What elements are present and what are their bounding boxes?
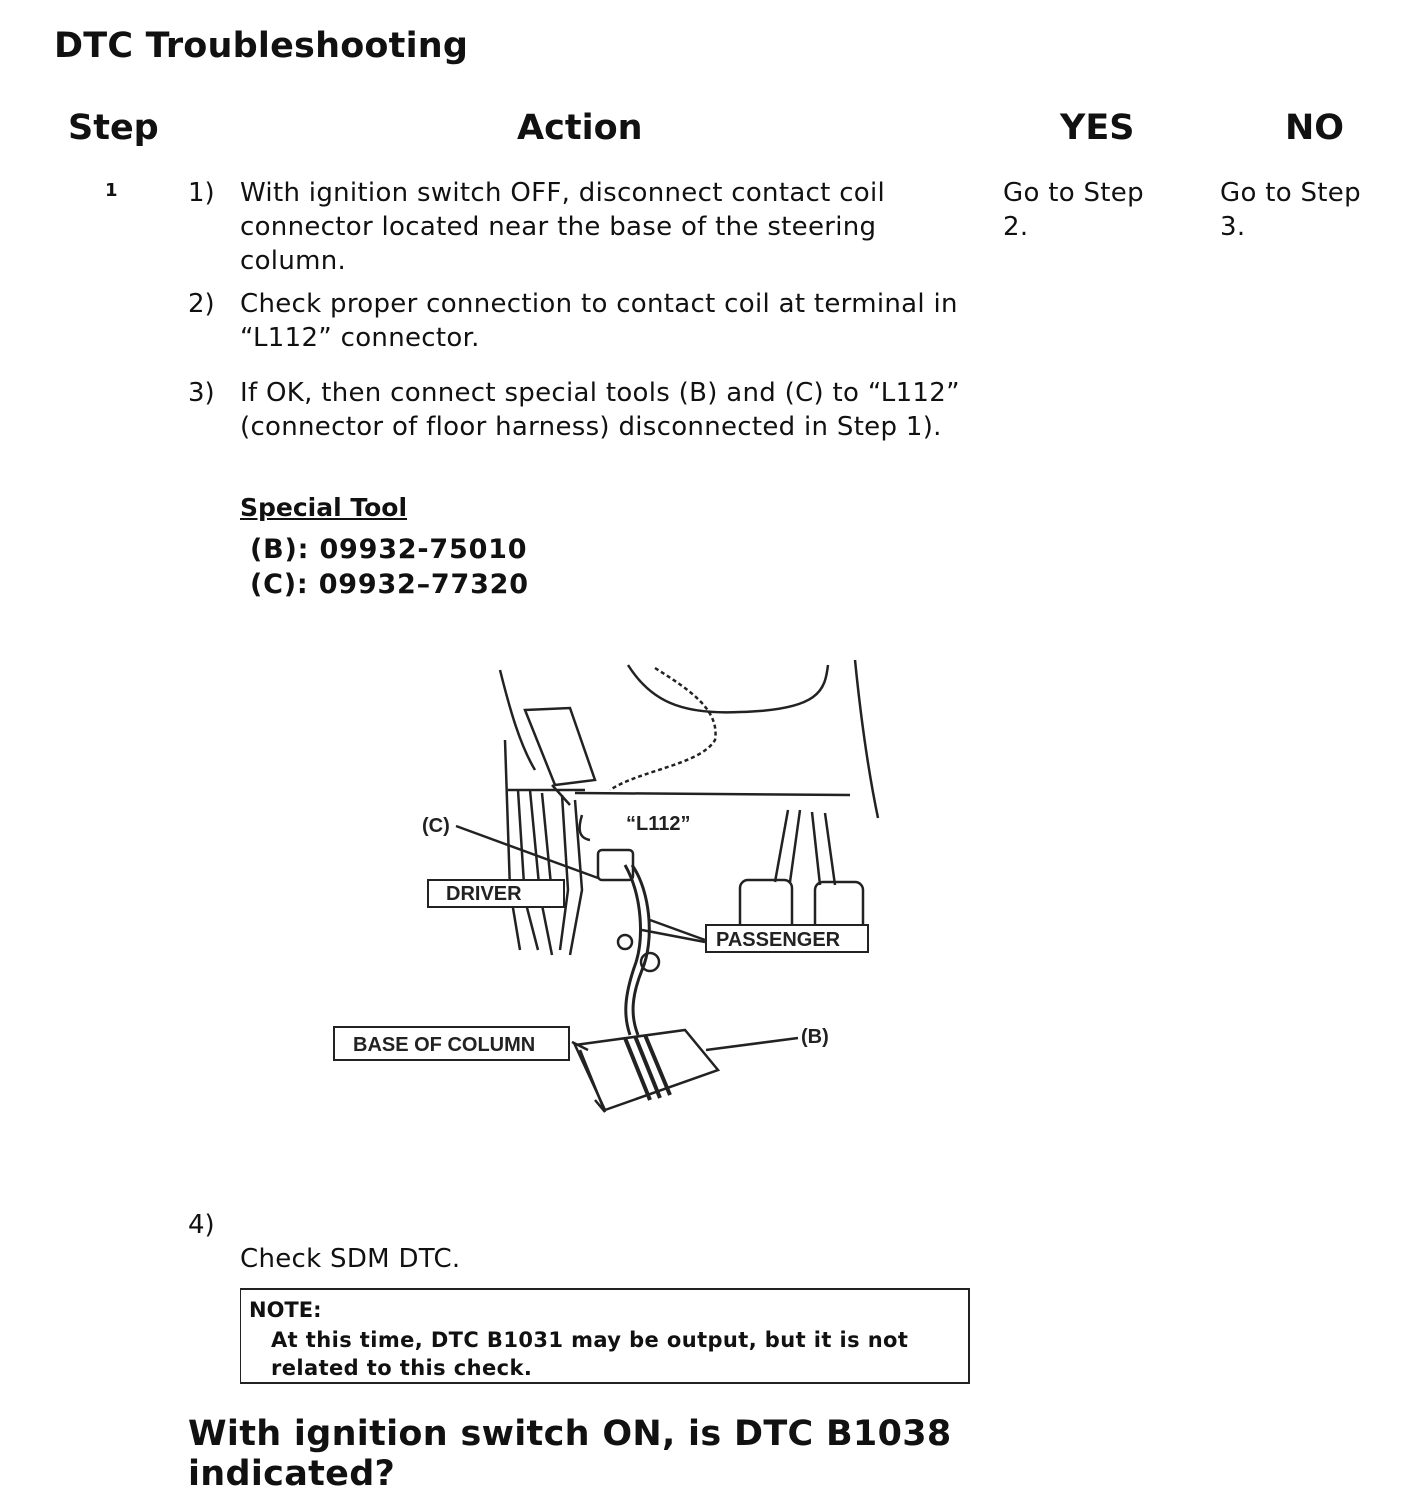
action-2-text: Check proper connection to contact coil … (240, 289, 958, 353)
note-heading: NOTE: (249, 1298, 322, 1322)
special-tool-b: (B): 09932-75010 (250, 534, 528, 565)
page-title: DTC Troubleshooting (54, 26, 469, 66)
special-tool-heading: Special Tool (240, 493, 408, 522)
header-no: NO (1285, 108, 1345, 148)
action-2-number: 2) (188, 289, 215, 319)
diagram-label-l112: “L112” (626, 813, 690, 835)
no-result: Go to Step 3. (1220, 178, 1361, 242)
special-tool-c: (C): 09932–77320 (250, 569, 529, 600)
diagram-label-c: (C) (422, 815, 450, 837)
connector-diagram: (C) “L112” DRIVER PASSENGER BASE OF COLU… (333, 659, 880, 1113)
action-4-text: Check SDM DTC. (240, 1244, 461, 1274)
header-action: Action (517, 108, 643, 148)
header-step: Step (68, 108, 159, 148)
yes-result: Go to Step 2. (1003, 178, 1144, 242)
diagram-label-b: (B) (801, 1026, 829, 1048)
diagram-label-base-of-column: BASE OF COLUMN (353, 1034, 535, 1056)
action-3-number: 3) (188, 378, 215, 408)
action-1-number: 1) (188, 178, 215, 208)
action-3-text: If OK, then connect special tools (B) an… (240, 378, 960, 442)
action-1-text: With ignition switch OFF, disconnect con… (240, 178, 886, 276)
header-yes: YES (1060, 108, 1135, 148)
step-number: 1 (105, 180, 118, 201)
note-box: NOTE: At this time, DTC B1031 may be out… (240, 1288, 970, 1384)
action-4-number: 4) (188, 1210, 215, 1240)
inspection-question: With ignition switch ON, is DTC B1038 in… (188, 1414, 952, 1494)
note-text: At this time, DTC B1031 may be output, b… (271, 1328, 909, 1380)
diagram-label-driver: DRIVER (446, 883, 522, 905)
diagram-label-passenger: PASSENGER (716, 929, 841, 951)
